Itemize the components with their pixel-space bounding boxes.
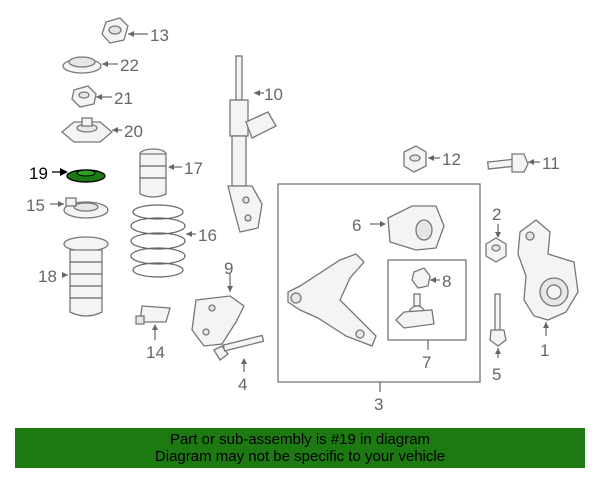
callout-19: 19: [29, 164, 48, 183]
callout-9: 9: [224, 259, 233, 278]
part-20-strut-mount: 20: [60, 117, 143, 143]
part-16-coil-spring: 16: [130, 204, 217, 278]
callout-14: 14: [146, 343, 165, 362]
callout-13: 13: [150, 26, 169, 45]
callout-21: 21: [114, 89, 133, 108]
callout-5: 5: [492, 365, 501, 384]
part-12-nut: 12: [403, 145, 461, 173]
part-2-nut: 2: [485, 205, 507, 263]
part-13-nut: 13: [101, 17, 169, 45]
part-15-isolator: 15: [26, 196, 109, 219]
callout-15: 15: [26, 196, 45, 215]
part-14-clip: 14: [135, 305, 171, 362]
callout-18: 18: [38, 267, 57, 286]
part-9-bracket: 9: [191, 259, 245, 347]
part-1-steering-knuckle: 1: [517, 219, 579, 360]
part-4-bolt: 4: [213, 334, 265, 394]
banner-line-2: Diagram may not be specific to your vehi…: [154, 448, 446, 465]
callout-8: 8: [442, 272, 451, 291]
callout-3: 3: [374, 395, 383, 414]
part-6-bushing: 6: [352, 205, 445, 251]
part-5-bolt: 5: [489, 293, 507, 384]
part-17-bump-stop: 17: [139, 148, 203, 198]
part-11-bolt: 11: [486, 153, 560, 173]
notice-banner: Part or sub-assembly is #19 in diagram D…: [15, 428, 585, 468]
callout-22: 22: [120, 56, 139, 75]
part-22-cap: 22: [62, 56, 139, 75]
callout-2: 2: [492, 205, 501, 224]
callout-17: 17: [184, 159, 203, 178]
ball-joint: [395, 293, 435, 329]
part-21-nut: 21: [71, 85, 133, 108]
callout-4: 4: [238, 375, 247, 394]
callout-7: 7: [422, 353, 431, 372]
callout-10: 10: [264, 85, 283, 104]
part-10-strut: 10: [227, 55, 283, 233]
callout-1: 1: [540, 341, 549, 360]
part-8-nut: 8: [411, 267, 451, 291]
part-18-dust-boot: 18: [38, 236, 109, 317]
banner-line-1: Part or sub-assembly is #19 in diagram: [169, 431, 431, 448]
callout-11: 11: [542, 154, 560, 173]
callout-20: 20: [124, 122, 143, 141]
part-7-ball-joint-kit: 7: [387, 259, 467, 372]
callout-12: 12: [442, 150, 461, 169]
callout-6: 6: [352, 216, 361, 235]
part-19-washer: 19: [29, 164, 106, 183]
callout-16: 16: [198, 226, 217, 245]
parts-diagram: 13 22 21 20 19 15: [26, 17, 579, 414]
part-3-control-arm-assembly: 3: [277, 183, 481, 414]
